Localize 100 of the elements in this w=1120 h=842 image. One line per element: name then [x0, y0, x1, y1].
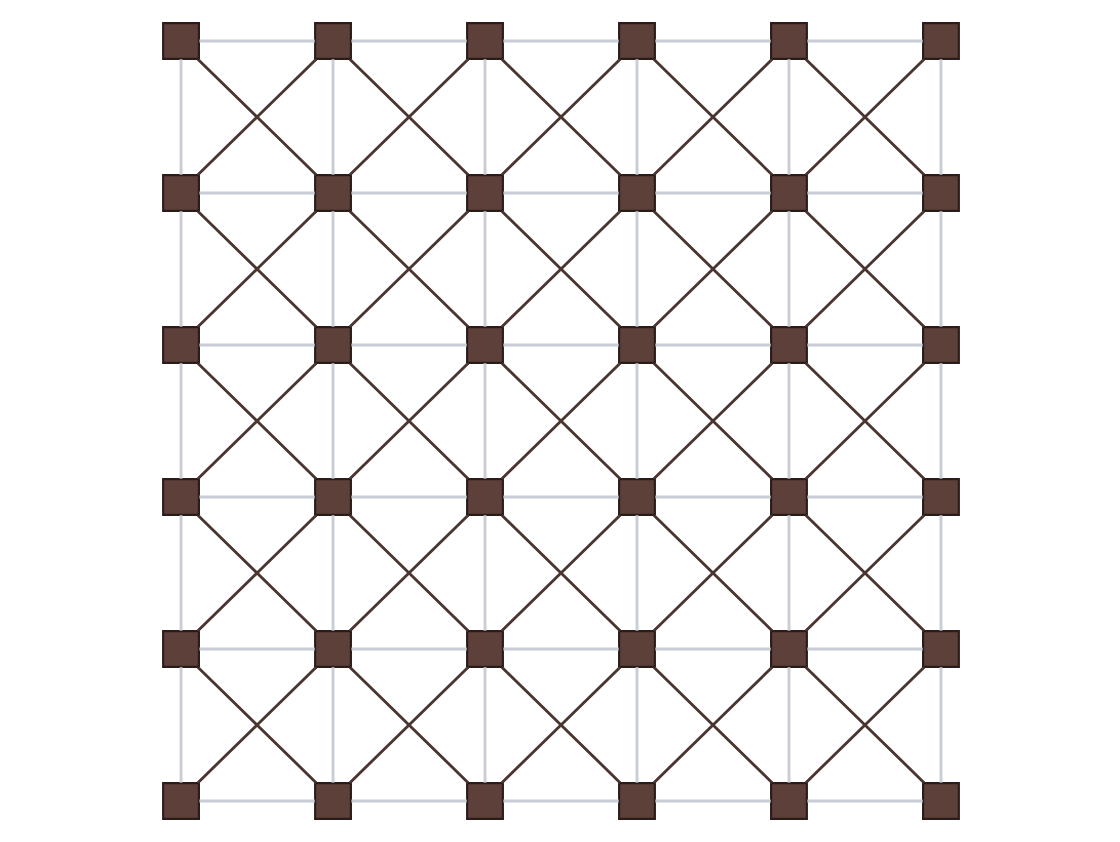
connector: [198, 343, 314, 347]
connector: [634, 211, 638, 327]
connector: [499, 514, 621, 632]
connector: [938, 211, 942, 327]
node-box: [769, 174, 807, 212]
connector: [803, 210, 925, 328]
node-box: [617, 326, 655, 364]
connector: [654, 191, 770, 195]
connector: [651, 58, 773, 176]
connector: [198, 495, 314, 499]
connector: [347, 58, 469, 176]
connector: [786, 363, 790, 479]
connector: [330, 211, 334, 327]
connector: [806, 495, 922, 499]
connector: [350, 343, 466, 347]
node-box: [617, 22, 655, 60]
connector: [654, 39, 770, 43]
connector: [195, 58, 317, 176]
connector: [330, 59, 334, 175]
connector: [803, 362, 925, 480]
connector: [178, 363, 182, 479]
node-box: [921, 22, 959, 60]
connector: [502, 343, 618, 347]
node-box: [465, 22, 503, 60]
connector: [938, 59, 942, 175]
connector: [499, 362, 621, 480]
node-box: [921, 630, 959, 668]
connector: [938, 667, 942, 783]
connector: [198, 647, 314, 651]
connector: [482, 363, 486, 479]
connector: [502, 191, 618, 195]
connector: [482, 211, 486, 327]
connector: [178, 515, 182, 631]
connector: [482, 59, 486, 175]
node-box: [769, 22, 807, 60]
node-box: [617, 782, 655, 820]
node-box: [313, 326, 351, 364]
connector: [195, 210, 317, 328]
node-box: [465, 326, 503, 364]
connector: [499, 58, 621, 176]
node-box: [617, 478, 655, 516]
node-box: [161, 782, 199, 820]
connector: [195, 514, 317, 632]
node-box: [161, 174, 199, 212]
node-box: [465, 174, 503, 212]
connector: [330, 667, 334, 783]
connector: [651, 362, 773, 480]
node-box: [921, 478, 959, 516]
connector: [499, 210, 621, 328]
connector: [634, 59, 638, 175]
connector: [938, 363, 942, 479]
connector: [502, 39, 618, 43]
connector: [634, 363, 638, 479]
connector: [330, 363, 334, 479]
connector: [654, 495, 770, 499]
connector: [347, 666, 469, 784]
connector: [634, 515, 638, 631]
node-box: [161, 478, 199, 516]
connector: [178, 667, 182, 783]
node-box: [161, 22, 199, 60]
connector: [198, 39, 314, 43]
node-box: [161, 326, 199, 364]
connector: [482, 515, 486, 631]
connector: [350, 39, 466, 43]
connector: [198, 191, 314, 195]
connector: [350, 647, 466, 651]
connector: [651, 666, 773, 784]
node-box: [617, 630, 655, 668]
connector: [654, 799, 770, 803]
connector: [786, 59, 790, 175]
node-box: [313, 174, 351, 212]
connector: [499, 666, 621, 784]
connector: [482, 667, 486, 783]
connector: [502, 647, 618, 651]
connector: [786, 211, 790, 327]
connector: [803, 58, 925, 176]
node-box: [313, 478, 351, 516]
node-box: [465, 782, 503, 820]
node-box: [617, 174, 655, 212]
connector: [806, 343, 922, 347]
node-box: [769, 326, 807, 364]
connector: [938, 515, 942, 631]
node-box: [921, 174, 959, 212]
node-box: [769, 478, 807, 516]
connector: [786, 515, 790, 631]
connector: [803, 514, 925, 632]
node-box: [921, 326, 959, 364]
connector: [654, 343, 770, 347]
connector: [347, 362, 469, 480]
connector: [651, 514, 773, 632]
connector: [502, 495, 618, 499]
node-box: [465, 478, 503, 516]
connector: [803, 666, 925, 784]
connector: [350, 191, 466, 195]
connector: [330, 515, 334, 631]
connector: [347, 210, 469, 328]
connector: [806, 647, 922, 651]
node-box: [921, 782, 959, 820]
connector: [806, 191, 922, 195]
connector: [178, 59, 182, 175]
